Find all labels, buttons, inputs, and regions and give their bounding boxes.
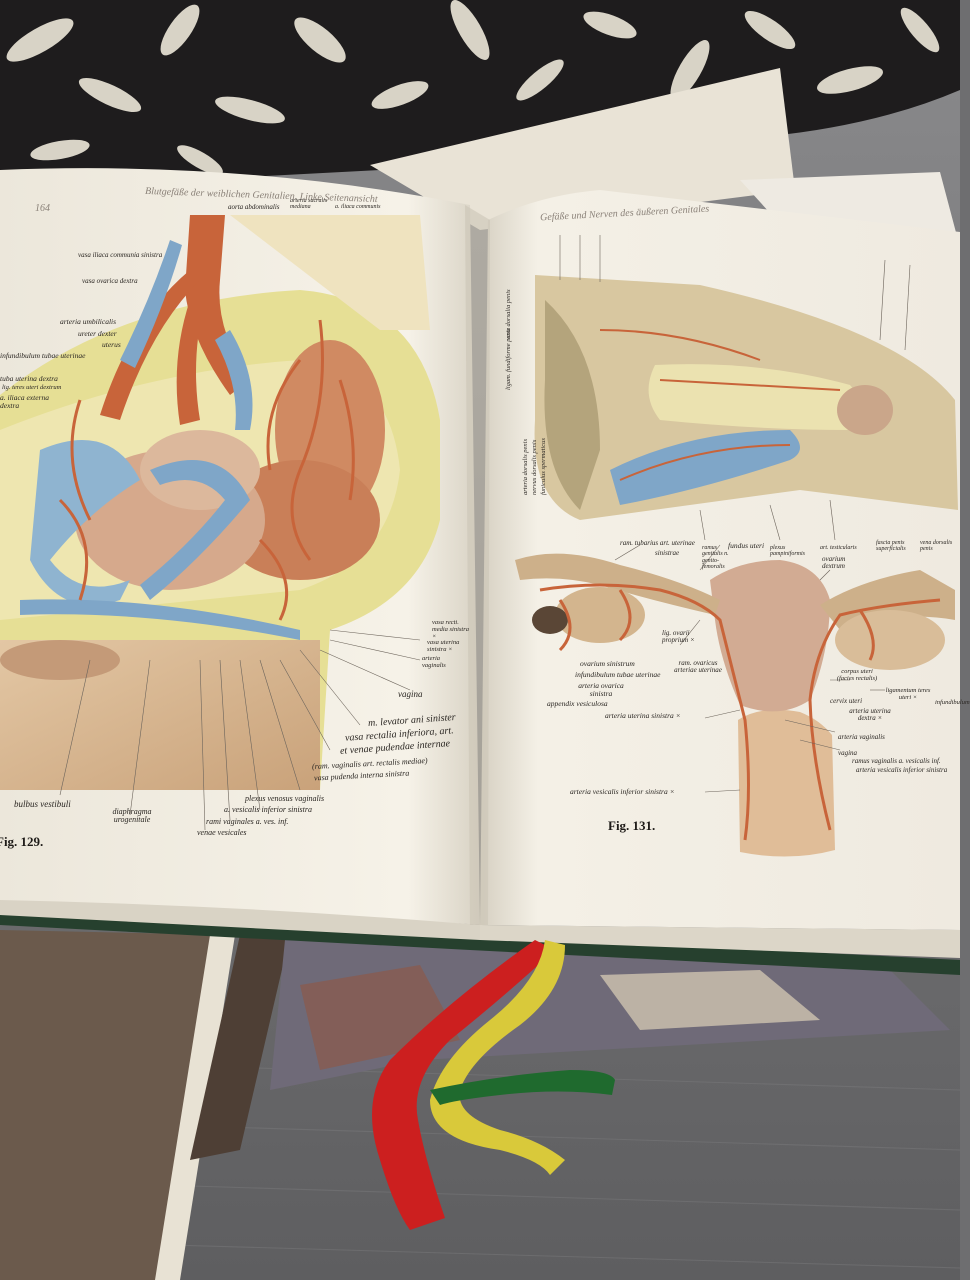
label-diaphragma-urogenitale: diaphragma urogenitale: [112, 807, 152, 825]
ribbon-yellow: [430, 940, 565, 1175]
label-plexus-pampiniformis: plexus pampiniformis: [770, 545, 806, 558]
label-art-testicularis: art. testicularis: [820, 545, 857, 551]
label-ureter-dexter: ureter dexter: [78, 329, 117, 338]
label-uterus: uterus: [102, 340, 121, 349]
label-nervus-dorsalis-penis: nervus dorsalis penis: [531, 439, 538, 495]
label-vasa-ovarica-dextra: vasa ovarica dextra: [82, 277, 138, 285]
fig-131-label: Fig. 131.: [608, 818, 656, 833]
label-ligamentum-teres-uteri: ligamentum teres uteri ×: [885, 687, 931, 701]
label-venae-vesicales: venae vesicales: [197, 828, 247, 837]
label-ramus-vaginalis: ramus vaginalis a. vesicalis inf.: [852, 757, 941, 765]
label-lig-ovarii-proprium: lig. ovarii proprium ×: [662, 629, 695, 645]
label-vasa-uterina-sinistra: vasa uterina sinistra ×: [427, 639, 460, 653]
label-arteria-ovarica-sinistra: arteria ovarica sinistra: [578, 681, 624, 698]
label-arteria-dorsalis-penis: arteria dorsalis penis: [522, 439, 529, 495]
label-arteria-vesicalis-inferior-sinistra: arteria vesicalis inferior sinistra ×: [570, 787, 675, 796]
fig-131-illustration: [515, 544, 955, 857]
label-arteria-vesicalis-inferior-sinistra-r: arteria vesicalis inferior sinistra: [856, 766, 948, 774]
fig-129-illustration: [0, 215, 440, 831]
fig-129-label: Fig. 129.: [0, 834, 44, 849]
floral-pillow: [0, 0, 960, 190]
label-vasa-recti-media-sinistra: vasa recti. media sinistra ×: [432, 619, 470, 640]
book-under-left-edge: [155, 935, 235, 1280]
label-a-vesicalis-inferior-sinistra: a. vesicalis inferior sinistra: [224, 805, 312, 814]
art-book-under: [270, 940, 950, 1090]
ribbon-red: [372, 940, 555, 1230]
fig-130-illustration: [534, 235, 958, 541]
label-vasa-iliaca-communia-sinistra: vasa iliaca communia sinistra: [78, 251, 163, 259]
label-ramus-genitalis: ramus genitalis n. genito-femoralis: [702, 545, 729, 570]
label-a-iliaca-communis: a. iliaca communis: [335, 204, 381, 210]
label-rami-vaginales: rami vaginales a. ves. inf.: [206, 817, 289, 826]
label-appendix-vesiculosa: appendix vesiculosa: [547, 699, 608, 708]
label-fascia-penis: fascia penis superficialis: [876, 540, 906, 553]
label-infundibulum-tubae-uterinae: infundibulum tubae uterinae: [0, 351, 86, 360]
label-infundibulum-right-edge: infundibulum: [935, 699, 970, 706]
label-sinistrae: sinistrae: [655, 549, 680, 557]
label-arteria-vaginalis-left: arteria vaginalis: [422, 655, 446, 669]
pillow-leaves: [6, 0, 940, 175]
label-lig-teres-uteri-dextrum: lig. teres uteri dextrum: [2, 384, 62, 391]
book-behind: [370, 68, 795, 230]
label-plexus-venosus-vaginalis: plexus venosus vaginalis: [245, 794, 325, 803]
label-cervix-uteri: cervix uteri: [830, 697, 863, 705]
label-funiculus-spermaticus: funiculus spermaticus: [540, 438, 547, 495]
label-bulbus-vestibuli: bulbus vestibuli: [14, 799, 71, 809]
left-page-number: 164: [35, 203, 50, 214]
label-ram-ovaricus: ram. ovaricus arteriae uterinae: [674, 659, 722, 675]
label-ovarium-sinistrum: ovarium sinistrum: [580, 659, 635, 668]
label-vagina-left: vagina: [398, 689, 423, 699]
label-ram-tubarius: ram. tubarius art. uterinae: [620, 539, 695, 547]
label-arteria-uterina-sinistra: arteria uterina sinistra ×: [605, 711, 681, 720]
label-vena-dorsalis-penis: vena dorsalis penis: [920, 540, 953, 553]
gutter-shadow: [465, 205, 490, 925]
label-aorta-abdominalis: aorta abdominalis: [228, 203, 280, 211]
label-ovarium-dextrum: ovarium dextrum: [822, 555, 846, 571]
book-under-2: [190, 935, 290, 1160]
ribbon-green: [430, 1070, 615, 1105]
label-arteria-sacralis-mediana: arteria sacralis mediana: [290, 198, 328, 211]
label-vasa-dorsalia-penis: vasa dorsalia penis: [505, 289, 512, 340]
label-a-iliaca-externa-dextra: a. iliaca externa dextra: [0, 393, 49, 410]
label-arteria-umbilicalis: arteria umbilicalis: [60, 317, 117, 326]
label-arteria-vaginalis-right: arteria vaginalis: [838, 733, 885, 741]
right-page-stack: [480, 925, 960, 958]
label-vagina-right: vagina: [838, 749, 858, 757]
label-corpus-uteri: corpus uteri (facies rectalis): [836, 668, 878, 682]
label-fundus-uteri: fundus uteri: [728, 541, 765, 550]
label-arteria-uterina-dextra: arteria uterina dextra ×: [849, 707, 891, 723]
label-tuba-uterina-dextra: tuba uterina dextra: [0, 374, 58, 383]
label-infundibulum-tubae-uterinae-right: infundibulum tubae uterinae: [575, 670, 661, 679]
